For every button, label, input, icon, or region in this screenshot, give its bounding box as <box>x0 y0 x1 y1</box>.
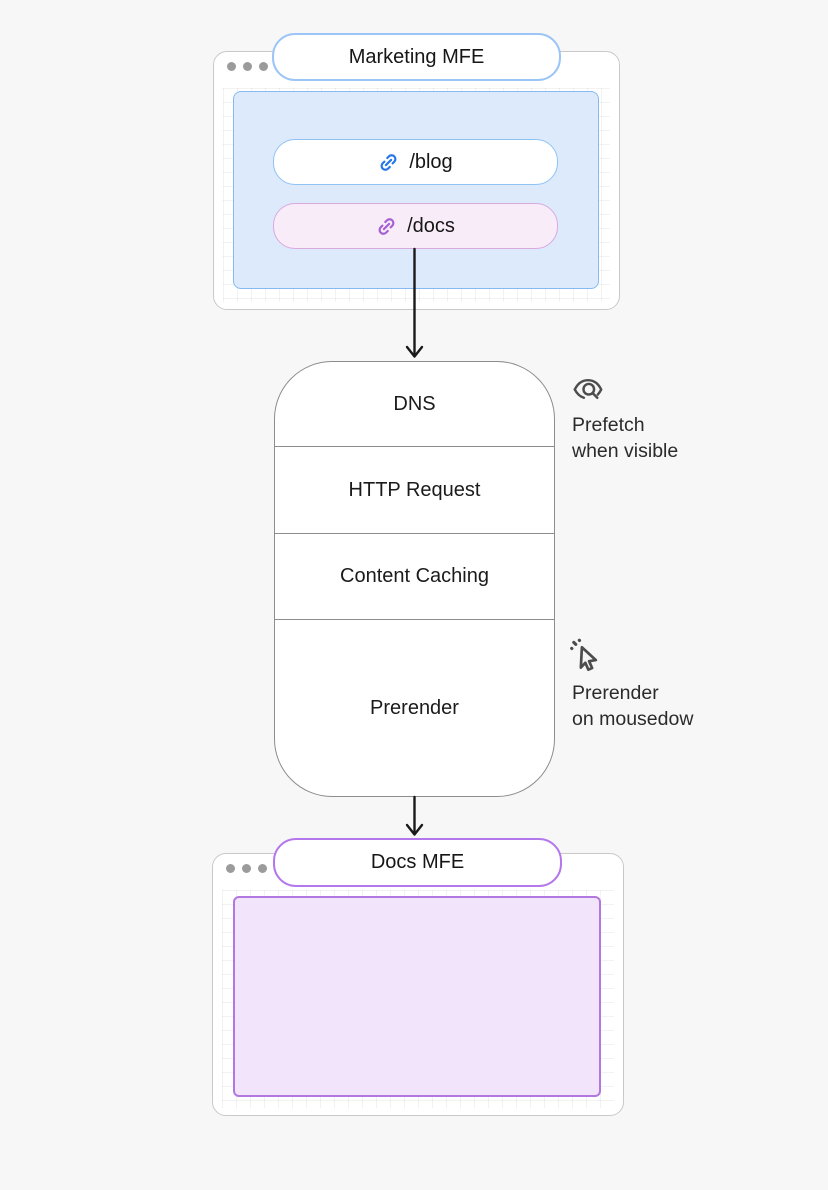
pipeline-stage-http-request: HTTP Request <box>275 446 554 533</box>
stage-label: HTTP Request <box>348 478 481 501</box>
arrowhead-icon <box>405 823 424 836</box>
window-dot <box>226 864 235 873</box>
docs-link-button[interactable]: /docs <box>273 203 558 249</box>
stage-label: Prerender <box>370 696 459 719</box>
docs-content-panel <box>233 896 601 1097</box>
prefetch-annotation-line1: Prefetch <box>572 414 645 436</box>
blog-link-label: /blog <box>409 150 453 173</box>
docs-window-title-label: Docs MFE <box>370 851 465 873</box>
window-dot <box>227 62 236 71</box>
window-dots <box>227 62 268 71</box>
docs-window-title: Docs MFE <box>273 838 562 887</box>
prefetch-annotation: Prefetch when visible <box>572 412 678 464</box>
marketing-window-title: Marketing MFE <box>272 33 561 81</box>
docs-link-label: /docs <box>407 214 455 237</box>
pipeline-stage-content-caching: Content Caching <box>275 533 554 619</box>
prerender-annotation-line1: Prerender <box>572 682 659 704</box>
blog-link-button[interactable]: /blog <box>273 139 558 185</box>
pipeline-box: DNS HTTP Request Content Caching Prerend… <box>274 361 555 797</box>
arrowhead-icon <box>405 345 424 358</box>
prerender-annotation: Prerender on mousedow <box>572 680 693 732</box>
link-icon <box>378 217 395 235</box>
window-dots <box>226 864 267 873</box>
window-dot <box>243 62 252 71</box>
marketing-window-title-label: Marketing MFE <box>348 45 485 68</box>
eye-search-icon <box>573 378 603 399</box>
window-dot <box>242 864 251 873</box>
cursor-click-icon <box>570 638 598 672</box>
pipeline-stage-dns: DNS <box>275 362 554 446</box>
stage-label: DNS <box>393 392 436 415</box>
stage-label: Content Caching <box>340 565 489 587</box>
prefetch-annotation-line2: when visible <box>572 440 679 462</box>
marketing-content-panel <box>233 91 599 289</box>
prerender-annotation-line2: on mousedow <box>572 708 694 730</box>
link-icon <box>380 153 397 171</box>
window-dot <box>259 62 268 71</box>
pipeline-stage-prerender: Prerender <box>275 619 554 796</box>
window-dot <box>258 864 267 873</box>
